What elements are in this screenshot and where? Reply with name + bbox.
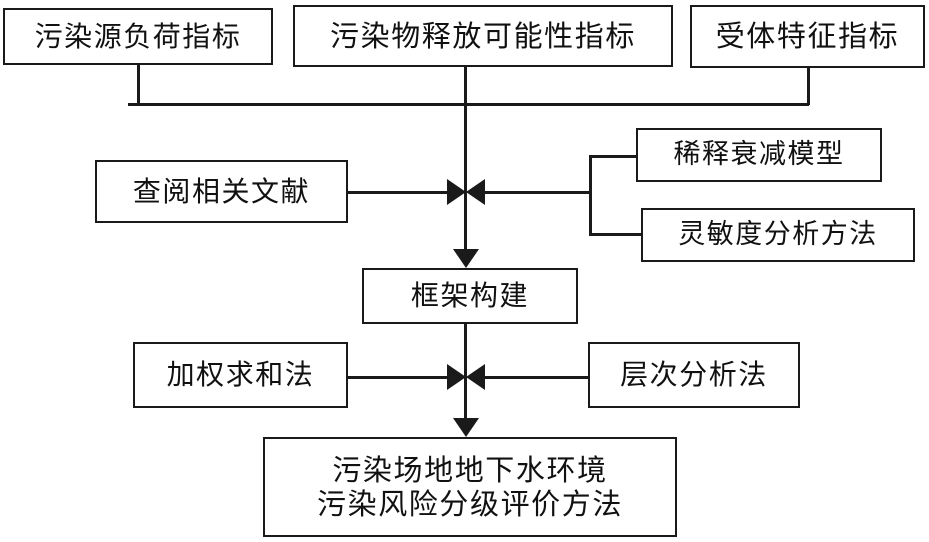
node-source-load: 污染源负荷指标 (3, 8, 273, 65)
node-release-possibility-label: 污染物释放可能性指标 (330, 18, 636, 53)
connector-literature-to-spine (348, 191, 448, 194)
node-ahp-method-label: 层次分析法 (620, 358, 768, 392)
node-result-method-label: 污染场地地下水环境 污染风险分级评价方法 (317, 452, 623, 521)
node-literature-review-label: 查阅相关文献 (132, 174, 311, 208)
connector-receptor-down (807, 68, 810, 105)
node-framework-construction-label: 框架构建 (410, 279, 530, 313)
node-release-possibility: 污染物释放可能性指标 (293, 5, 673, 67)
connector-top-bus (128, 103, 809, 106)
node-sensitivity-analysis-label: 灵敏度分析方法 (678, 219, 878, 251)
connector-bracket-to-dilution (589, 155, 638, 158)
connector-weighted-to-spine (348, 376, 448, 379)
connector-source-load-down (137, 65, 140, 105)
connector-spine-upper (464, 103, 467, 195)
arrowhead-down-icon (453, 249, 479, 268)
arrowhead-left-icon (466, 179, 485, 205)
node-framework-construction: 框架构建 (362, 268, 578, 324)
node-weighted-sum-method: 加权求和法 (133, 342, 348, 408)
connector-spine-to-result (464, 377, 467, 425)
node-result-method: 污染场地地下水环境 污染风险分级评价方法 (263, 437, 677, 537)
connector-ahp-to-spine (484, 376, 590, 379)
node-weighted-sum-method-label: 加权求和法 (166, 358, 315, 392)
arrowhead-right-icon (447, 179, 466, 205)
node-receptor-feature-label: 受体特征指标 (715, 19, 900, 54)
node-sensitivity-analysis: 灵敏度分析方法 (641, 208, 915, 262)
node-ahp-method: 层次分析法 (588, 342, 800, 408)
node-literature-review: 查阅相关文献 (95, 160, 348, 223)
node-dilution-attenuation-model-label: 稀释衰减模型 (673, 139, 845, 171)
connector-methods-to-spine (484, 191, 592, 194)
connector-methods-bracket (589, 155, 592, 236)
arrowhead-down-icon (453, 418, 479, 437)
connector-bracket-to-sensitivity (589, 233, 643, 236)
node-dilution-attenuation-model: 稀释衰减模型 (636, 128, 882, 182)
arrowhead-left-icon (466, 364, 485, 390)
connector-spine-from-framework (464, 324, 467, 380)
arrowhead-right-icon (447, 364, 466, 390)
node-source-load-label: 污染源负荷指标 (34, 19, 242, 53)
connector-spine-to-framework (464, 192, 467, 254)
node-receptor-feature: 受体特征指标 (690, 5, 925, 68)
connector-release-down (464, 67, 467, 105)
